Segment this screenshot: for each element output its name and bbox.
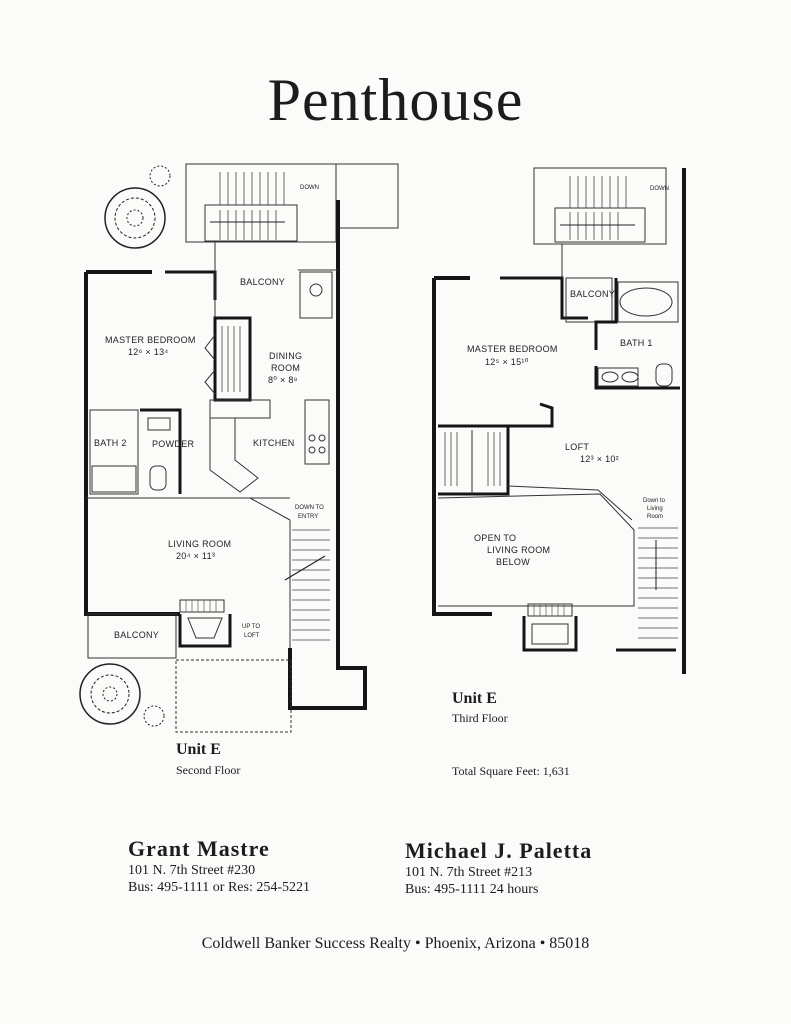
tree-icon (79, 663, 165, 727)
footer-brokerage: Coldwell Banker Success Realty • Phoenix… (201, 935, 590, 952)
bath2-label: BATH 2 (94, 438, 127, 448)
second-floor-plan: DOWN BALCONY MASTER BEDROOM 12⁶ × 13⁴ DI… (79, 163, 399, 733)
unit-e-third-title: Unit E (452, 690, 497, 707)
loft-dims: 12³ × 10² (580, 454, 619, 464)
master-bedroom-third-dims: 12⁵ × 15¹⁰ (485, 357, 529, 367)
stair-note-2: Living (647, 506, 663, 512)
bath1-label: BATH 1 (620, 338, 653, 348)
master-bedroom-third-label: MASTER BEDROOM (467, 344, 558, 354)
down-label: DOWN (300, 185, 319, 191)
agent-card-paletta: Michael J. Paletta 101 N. 7th Street #21… (405, 838, 592, 898)
agent-address: 101 N. 7th Street #213 (405, 865, 533, 880)
dining-dims: 8⁰ × 8⁸ (268, 375, 298, 385)
living-room-dims: 20⁴ × 11³ (176, 551, 215, 561)
master-bedroom-dims: 12⁶ × 13⁴ (128, 347, 169, 357)
living-room-label: LIVING ROOM (168, 539, 231, 549)
agent-name: Michael J. Paletta (405, 838, 593, 863)
balcony-bottom-label: BALCONY (114, 630, 159, 640)
stair-note-3: Room (647, 514, 663, 520)
dining-room-label: ROOM (271, 363, 300, 373)
powder-label: POWDER (152, 439, 195, 449)
loft-label: LOFT (244, 633, 260, 639)
unit-e-second-title: Unit E (176, 741, 221, 758)
down-label-third: DOWN (650, 186, 669, 192)
balcony-label: BALCONY (240, 277, 285, 287)
balcony-label-third: BALCONY (570, 289, 615, 299)
open-to-label-2: LIVING ROOM (487, 545, 550, 555)
total-square-feet: Total Square Feet: 1,631 (452, 764, 570, 778)
up-to-label: UP TO (242, 624, 260, 630)
open-to-label-3: BELOW (496, 557, 530, 567)
agent-name: Grant Mastre (128, 836, 270, 861)
unit-e-second-floor: Second Floor (176, 763, 241, 777)
agent-card-mastre: Grant Mastre 101 N. 7th Street #230 Bus:… (128, 836, 310, 896)
agent-phone: Bus: 495-1111 or Res: 254-5221 (128, 880, 310, 895)
down-to-label: DOWN TO (295, 505, 324, 511)
open-to-label-1: OPEN TO (474, 533, 516, 543)
unit-e-third-floor: Third Floor (452, 711, 508, 725)
tree-icon (104, 165, 171, 249)
page-title: Penthouse (267, 67, 524, 133)
entry-label: ENTRY (298, 514, 318, 520)
dining-label: DINING (269, 351, 302, 361)
stair-note-1: Down to (643, 498, 666, 504)
master-bedroom-label: MASTER BEDROOM (105, 335, 196, 345)
third-floor-plan: DOWN BALCONY BATH 1 MASTER BEDROOM 12⁵ ×… (432, 167, 686, 674)
kitchen-label: KITCHEN (253, 438, 295, 448)
agent-address: 101 N. 7th Street #230 (128, 863, 256, 878)
agent-phone: Bus: 495-1111 24 hours (405, 882, 539, 897)
loft-label-third: LOFT (565, 442, 589, 452)
